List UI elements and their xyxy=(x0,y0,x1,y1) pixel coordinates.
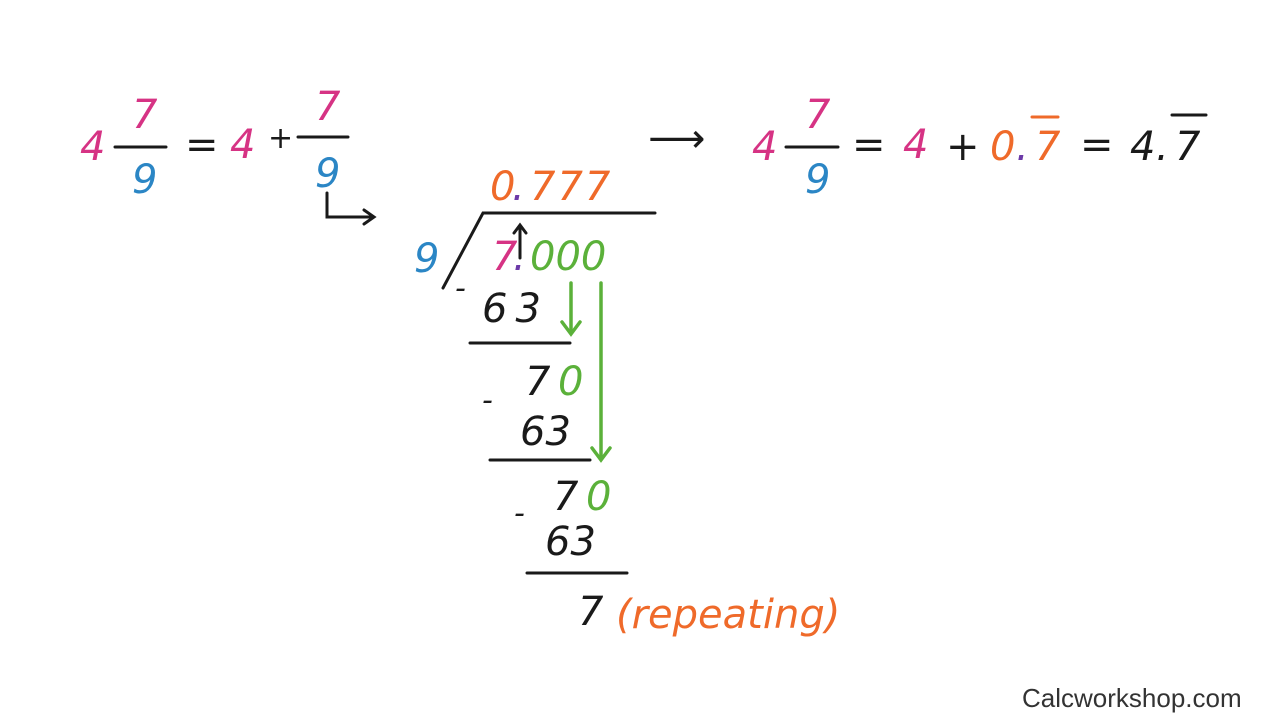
step3-minus: - xyxy=(514,496,525,531)
dividend-digit: 7 xyxy=(492,234,518,280)
right-plus: + xyxy=(946,124,980,170)
step1-minus: - xyxy=(455,271,466,306)
elbow-arrow-head xyxy=(362,208,377,226)
result-int: 4 xyxy=(1130,124,1155,170)
watermark: Calcworkshop.com xyxy=(1022,683,1242,713)
division-bracket xyxy=(441,211,657,290)
step1-subtract: 63 xyxy=(482,286,549,332)
step2-minus: - xyxy=(482,383,493,418)
left-whole: 4 xyxy=(80,124,105,170)
repeating-note: (repeating) xyxy=(616,592,840,638)
right-denominator: 9 xyxy=(805,157,830,203)
left-equals: = xyxy=(185,122,219,168)
left-numerator-2: 7 xyxy=(315,84,341,130)
left-plus: + xyxy=(268,121,293,156)
left-denominator-2: 9 xyxy=(315,151,340,197)
dividend-zeros: 000 xyxy=(530,234,606,280)
decimal-point: . xyxy=(1016,124,1029,170)
decimal-repeating-digit: 7 xyxy=(1035,124,1061,170)
step2-subtract: 63 xyxy=(520,409,571,455)
left-denominator: 9 xyxy=(132,157,157,203)
decimal-up-arrow-head xyxy=(512,222,528,235)
step3-brought-down: 0 xyxy=(586,474,611,520)
result-point: . xyxy=(1156,124,1169,170)
bring-down-arrow-1-head xyxy=(560,320,582,337)
quotient-int: 0 xyxy=(490,164,515,210)
right-equation: 4 7 9 = 4 + 0 . 7 = 4 . 7 xyxy=(752,92,1208,203)
left-numerator: 7 xyxy=(132,92,158,138)
step2-brought-down: 0 xyxy=(558,359,583,405)
elbow-arrow-line xyxy=(325,191,374,219)
elbow-arrow xyxy=(325,191,377,226)
result-repeating-digit: 7 xyxy=(1175,124,1201,170)
final-remainder: 7 xyxy=(578,589,604,635)
quotient-point: . xyxy=(512,164,525,210)
left-equation: 4 7 9 = 4 + 7 9 xyxy=(80,84,350,203)
step3-remainder: 7 xyxy=(553,474,579,520)
quotient-digits: 777 xyxy=(530,164,612,210)
right-whole: 4 xyxy=(752,124,777,170)
right-numerator: 7 xyxy=(805,92,831,138)
bring-down-arrow-2-head xyxy=(590,446,612,463)
right-whole-2: 4 xyxy=(903,122,928,168)
right-equals: = xyxy=(852,122,886,168)
right-arrow-icon: ⟶ xyxy=(648,116,705,162)
right-equals-2: = xyxy=(1080,122,1114,168)
long-division: 0 . 777 9 7 . 000 - 63 7 0 - 63 7 0 - 63… xyxy=(414,164,840,638)
step2-remainder: 7 xyxy=(525,359,551,405)
step3-subtract: 63 xyxy=(545,519,596,565)
divisor: 9 xyxy=(414,236,439,282)
left-whole-2: 4 xyxy=(230,122,255,168)
decimal-int: 0 xyxy=(990,124,1015,170)
